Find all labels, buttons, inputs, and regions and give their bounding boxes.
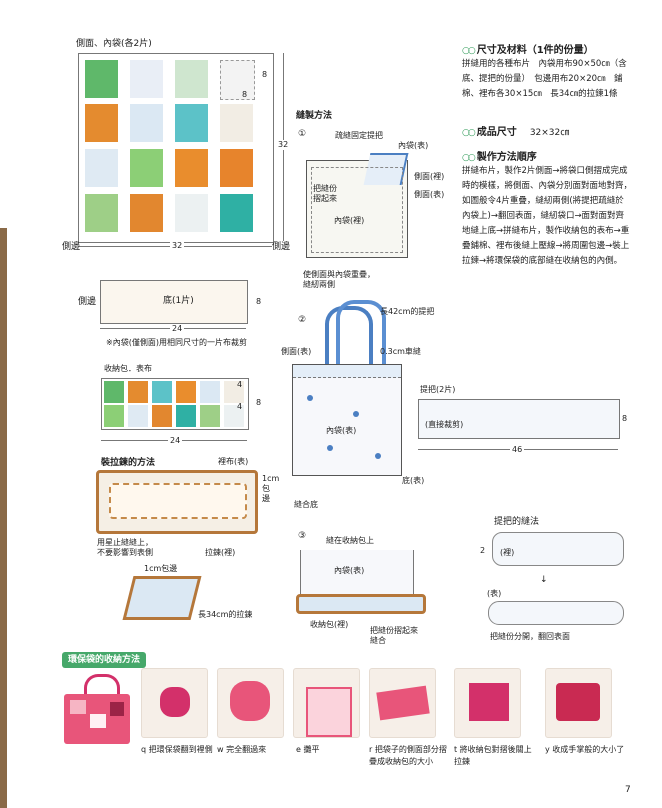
sewing-title: 縫製方法 [296,111,333,121]
sewing-side-front: 側面(表) [414,190,445,199]
handle-sew-front: (表) [487,589,502,598]
patchwork-grid [78,53,274,243]
folding-step-1: q 把環保袋翻到裡側 [141,745,213,754]
folding-final-bag-photo [64,674,134,746]
patchwork-dim-cell-height: 8 [262,70,268,79]
sewing-side-back: 側面(裡) [414,172,445,181]
patchwork-side-right: 側邊 [272,242,291,252]
folding-step-3: e 攤平 [296,745,320,754]
step2-bag-drawing [292,364,402,476]
ring-bullet-icon: ○○ [462,128,476,138]
zipper-length: 長34cm的拉鍊 [198,610,253,619]
bottom-label: 底(1片) [163,296,194,306]
zipper-lining-front: 裡布(表) [218,457,249,466]
folding-photo-2 [217,668,284,738]
zipper-wrap2: 1cm包邊 [144,564,178,573]
bottom-side: 側邊 [78,297,97,307]
folding-step-5: t 將收納包對摺後關上拉鍊 [454,745,532,766]
sewing-inner-back: 內袋(裡) [334,216,365,225]
zipper-drawing [96,470,258,534]
size-title: 成品尺寸 [476,127,517,138]
sewing-step3: ③ [298,531,307,541]
handle-piece-label: 提把(2片) [420,385,456,394]
pouch-dim-w: 24 [168,436,183,446]
zipper-note: 用星止縫縫上， 不要影響到表側 [97,538,153,557]
sewing-note1: 使側面與內袋重疊， 縫紉兩側 [303,270,375,289]
folding-photo-6 [545,668,612,738]
patchwork-label: 側面、內袋(各2片) [76,39,152,49]
handle-length: 長42cm的提把 [380,307,435,316]
steps-section: ○○製作方法順序 拼縫布片，製作2片側面→將袋口側摺成完成時的模樣，將側面、內袋… [462,145,632,269]
materials-body: 拼縫用的各種布片 內袋用布90×50㎝（含底、提把的份量） 包邊用布20×20㎝… [462,59,627,99]
zipper-back: 拉鍊(裡) [205,548,236,557]
size-section: ○○成品尺寸 32×32㎝ [462,120,632,141]
sewing-stitch: 0.3cm車縫 [380,347,421,356]
sewing-step2: ② [298,315,307,325]
pouch-dim-a: 4 [237,380,243,389]
zipper-pouch-drawing [122,576,202,620]
handle-sew-tube-2 [488,601,624,625]
ring-bullet-icon: ○○ [462,46,476,56]
handle-loop-front [336,300,386,370]
page-number: 7 [625,785,631,795]
folding-photo-3 [293,668,360,738]
bottom-dim-w: 24 [170,324,185,334]
step1-bag-drawing [306,153,409,258]
step3-pouch-drawing [296,594,426,614]
folding-step-6: y 收成手掌般的大小了 [545,745,625,754]
bottom-piece-rect [100,280,248,324]
steps-title: 製作方法順序 [476,152,537,163]
page-edge-strip [0,228,7,808]
zipper-wrap: 1cm包邊 [262,474,280,503]
arrow-down-icon: ↓ [540,575,548,585]
sewing-inner-front3: 內袋(表) [334,566,365,575]
materials-title: 尺寸及材料（1件的份量） [476,45,594,56]
sewing-sew-pocket: 縫在收納包上 [326,536,374,545]
folding-step-2: w 完全翻過來 [217,745,267,754]
size-value: 32×32㎝ [529,128,570,138]
handle-sew-note: 把縫份分開，翻回表面 [490,632,570,641]
materials-section: ○○尺寸及材料（1件的份量） 拼縫用的各種布片 內袋用布90×50㎝（含底、提把… [462,38,632,102]
folding-photo-5 [454,668,521,738]
pouch-dim-b: 4 [237,402,243,411]
handle-sew-dim: 2 [480,546,486,555]
handle-piece-dim-w: 46 [510,445,525,455]
pouch-dim-h: 8 [256,398,262,407]
patchwork-dim-cell-width: 8 [242,90,248,99]
sewing-pocket-back: 收納包(裡) [310,620,349,629]
zipper-title: 裝拉鍊的方法 [101,458,156,468]
sewing-inner-front: 內袋(表) [398,141,429,150]
folding-banner: 環保袋的收納方法 [62,652,147,668]
sewing-handle-fold: 把縫份 摺起來 [313,184,337,203]
handle-piece-direct: (直接裁剪) [425,420,464,429]
handle-sew-tube-1 [492,532,624,566]
folding-step-4: r 把袋子的側面部分摺疊成收納包的大小 [369,745,447,766]
sewing-fold-sew: 把縫份摺起來 縫合 [370,626,418,645]
pouch-patchwork [101,378,249,430]
sewing-side-front2: 側面(表) [281,347,312,356]
sewing-bottom-front: 底(表) [402,476,425,485]
sewing-step1: ① [298,129,307,139]
patchwork-dim-total-height: 32 [278,140,289,150]
bottom-dim-h: 8 [256,297,262,306]
handle-sew-back: (裡) [500,548,515,557]
sewing-basting: 疏縫固定提把 [335,131,383,140]
folding-photo-1 [141,668,208,738]
ring-bullet-icon: ○○ [462,153,476,163]
patchwork-side-left: 側邊 [62,242,81,252]
steps-body: 拼縫布片，製作2片側面→將袋口側摺成完成時的模樣，將側面、內袋分別面對面地對齊，… [462,166,633,266]
folding-photo-4 [369,668,436,738]
handle-piece-rect [418,399,620,439]
sewing-seam-bottom: 縫合底 [294,500,318,509]
handle-sew-title: 提把的縫法 [494,517,540,527]
patchwork-dim-total-width: 32 [170,241,185,251]
handle-piece-dim-h: 8 [622,414,628,423]
pouch-label: 收納包．表布 [104,364,152,373]
sewing-inner-front2: 內袋(表) [326,426,357,435]
bottom-note: ※內袋(僅側面)用相同尺寸的一片布裁剪 [106,338,247,347]
